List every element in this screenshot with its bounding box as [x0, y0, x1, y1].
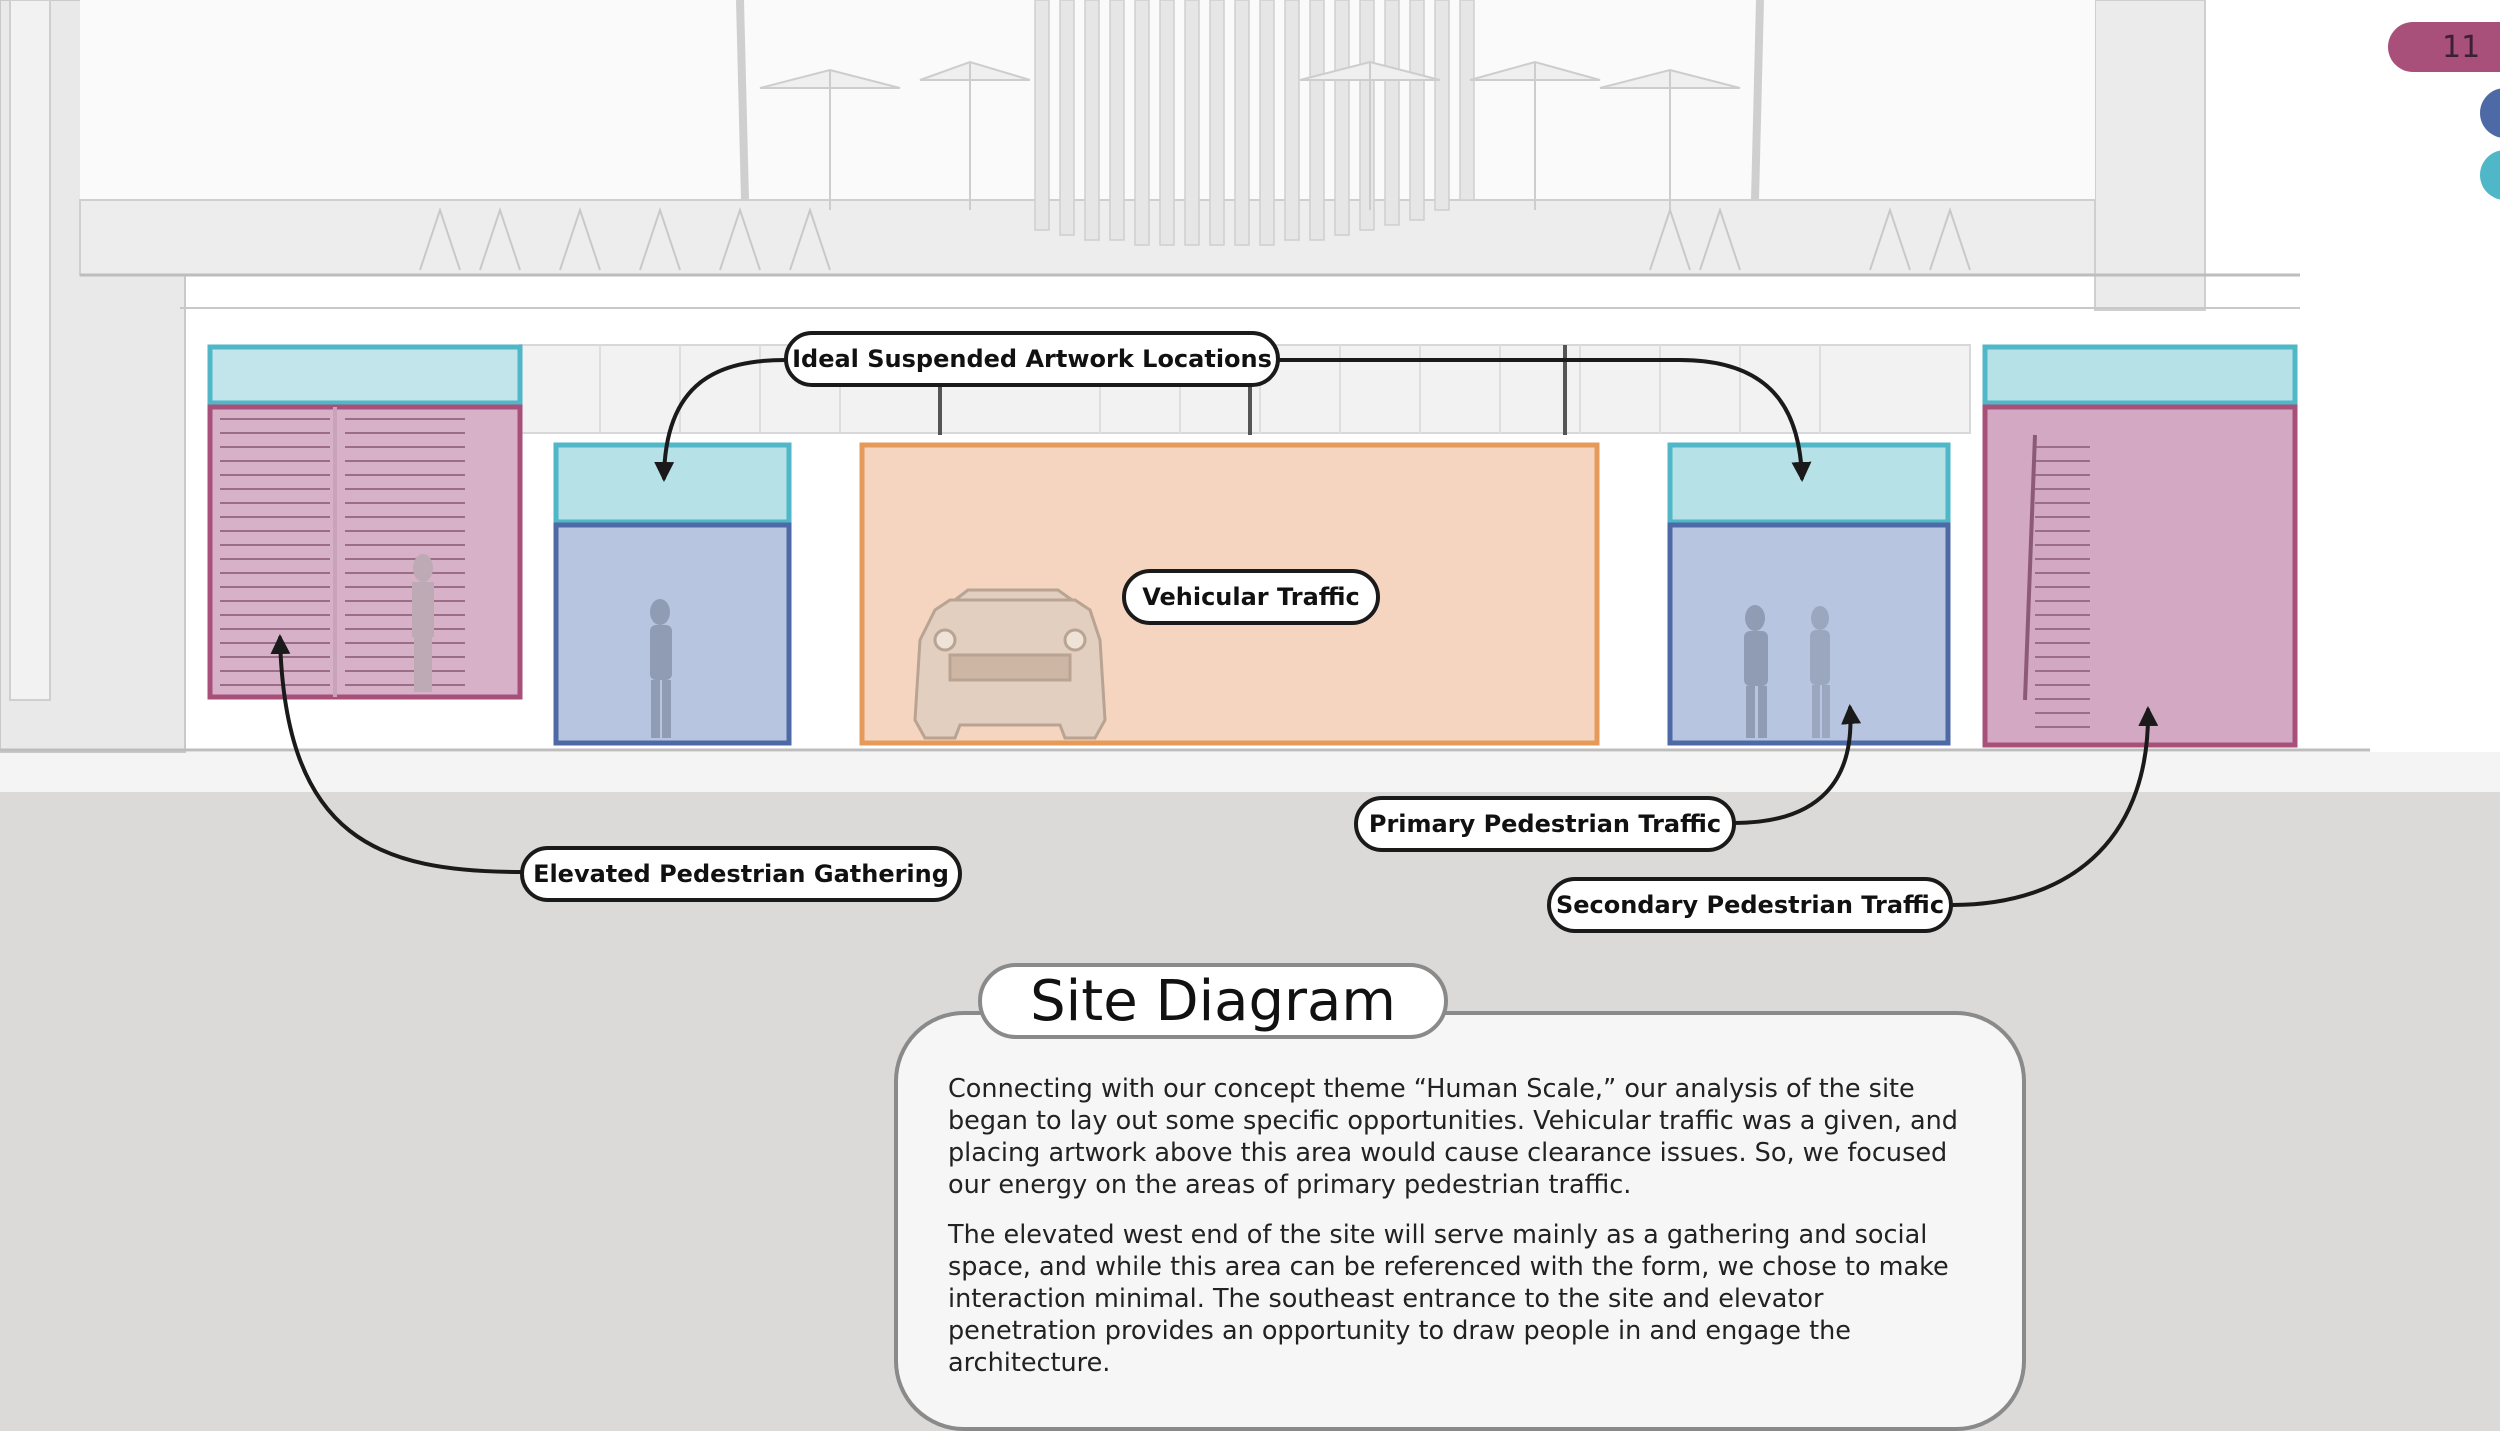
- callout-artwork-locations: Ideal Suspended Artwork Locations: [784, 331, 1280, 387]
- callout-elevated-gathering: Elevated Pedestrian Gathering: [520, 846, 962, 902]
- description-paragraph-2: The elevated west end of the site will s…: [948, 1220, 1949, 1378]
- description-paragraph-1: Connecting with our concept theme “Human…: [948, 1074, 1958, 1200]
- zone-vehicular-traffic: [859, 442, 1600, 746]
- arrow-artwork-west: [654, 358, 788, 482]
- arrow-secondary-pedestrian: [1950, 706, 2159, 907]
- section-title: Site Diagram: [978, 963, 1448, 1039]
- section-tab-blue[interactable]: [2480, 88, 2500, 138]
- arrow-artwork-east: [1276, 358, 1812, 482]
- zone-primary-pedestrian-east: [1667, 442, 1951, 746]
- car-icon: [913, 588, 1107, 740]
- arrow-primary-pedestrian: [1732, 704, 1862, 825]
- callout-secondary-pedestrian: Secondary Pedestrian Traffic: [1547, 877, 1953, 933]
- callout-arrows: [270, 358, 2159, 907]
- callout-vehicular-traffic: Vehicular Traffic: [1122, 569, 1380, 625]
- callout-primary-pedestrian: Primary Pedestrian Traffic: [1354, 796, 1736, 852]
- zone-elevated-gathering-west: [207, 344, 523, 700]
- arrow-elevated-gathering: [270, 634, 524, 874]
- zone-primary-pedestrian-west: [553, 442, 792, 746]
- section-tab-cyan[interactable]: [2480, 150, 2500, 200]
- zone-secondary-pedestrian-east: [1982, 344, 2298, 748]
- page-number-badge: 11: [2388, 22, 2500, 72]
- description-card: Connecting with our concept theme “Human…: [894, 1011, 2026, 1431]
